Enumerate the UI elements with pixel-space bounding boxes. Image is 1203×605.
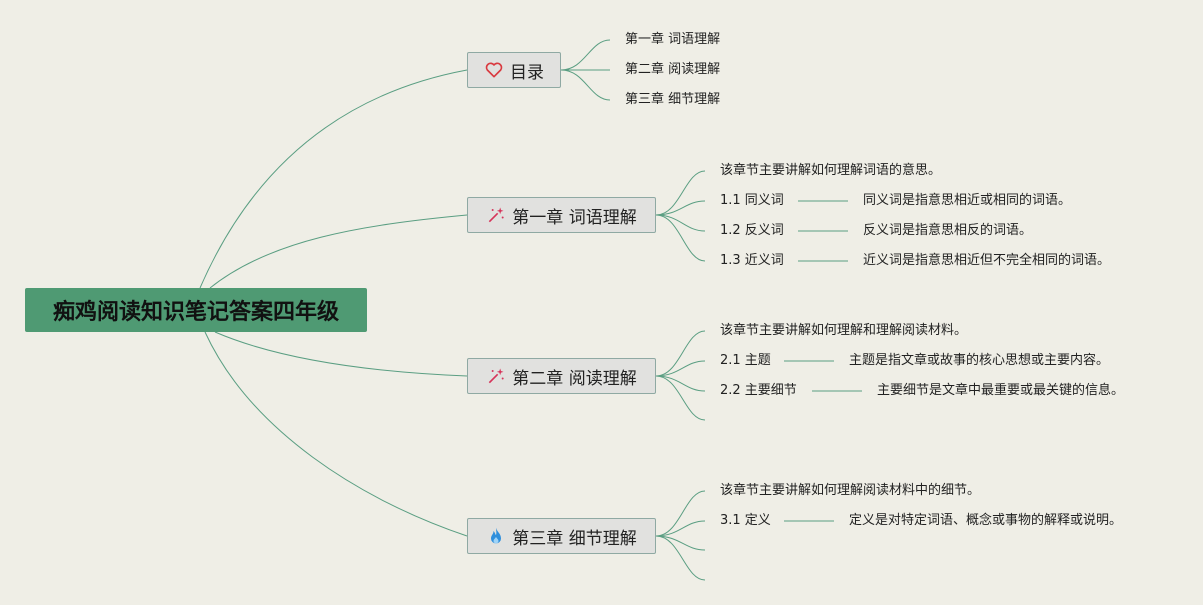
chapter-2-summary[interactable]: 该章节主要讲解如何理解和理解阅读材料。	[720, 323, 968, 338]
branch-chapter-1-label: 第一章 词语理解	[512, 207, 637, 228]
toc-item-3[interactable]: 第三章 细节理解	[625, 92, 721, 107]
branch-chapter-2[interactable]: 第二章 阅读理解	[467, 358, 656, 394]
ch1-link-summary	[655, 170, 706, 216]
chapter-1-item-3-desc[interactable]: 近义词是指意思相近但不完全相同的词语。	[863, 253, 1111, 268]
magic-wand-icon	[486, 205, 506, 225]
chapter-1-item-1-desc[interactable]: 同义词是指意思相近或相同的词语。	[863, 193, 1072, 208]
toc-link-3	[560, 69, 611, 101]
flame-icon	[486, 526, 506, 546]
chapter-1-summary[interactable]: 该章节主要讲解如何理解词语的意思。	[720, 163, 942, 178]
root-link-ch2	[214, 331, 468, 377]
ch3-link-summary	[655, 490, 706, 537]
chapter-2-item-2-label[interactable]: 2.2 主要细节	[720, 383, 797, 398]
root-link-toc	[199, 69, 468, 289]
chapter-1-item-2-desc[interactable]: 反义词是指意思相反的词语。	[863, 223, 1033, 238]
branch-chapter-1[interactable]: 第一章 词语理解	[467, 197, 656, 233]
chapter-3-item-1-label[interactable]: 3.1 定义	[720, 513, 771, 528]
chapter-3-summary[interactable]: 该章节主要讲解如何理解阅读材料中的细节。	[720, 483, 981, 498]
root-link-ch1	[209, 214, 468, 289]
root-link-ch3	[204, 331, 468, 537]
branch-chapter-3-label: 第三章 细节理解	[512, 528, 637, 549]
chapter-2-item-2-desc[interactable]: 主要细节是文章中最重要或最关键的信息。	[877, 383, 1125, 398]
ch3-link-empty-1	[655, 535, 706, 551]
toc-link-1	[560, 39, 611, 71]
ch2-link-summary	[655, 330, 706, 377]
toc-item-1[interactable]: 第一章 词语理解	[625, 32, 721, 47]
ch3-link-item-1	[655, 520, 706, 537]
ch1-link-item-1	[655, 200, 706, 216]
chapter-1-item-1-label[interactable]: 1.1 同义词	[720, 193, 784, 208]
branch-toc[interactable]: 目录	[467, 52, 561, 88]
branch-chapter-2-label: 第二章 阅读理解	[512, 368, 637, 389]
chapter-2-item-1-label[interactable]: 2.1 主题	[720, 353, 771, 368]
ch1-link-item-2	[655, 214, 706, 232]
root-topic[interactable]: 痴鸡阅读知识笔记答案四年级	[25, 288, 367, 332]
chapter-2-item-1-desc[interactable]: 主题是指文章或故事的核心思想或主要内容。	[849, 353, 1110, 368]
branch-toc-label: 目录	[510, 62, 544, 83]
chapter-1-item-3-label[interactable]: 1.3 近义词	[720, 253, 784, 268]
ch2-link-item-1	[655, 360, 706, 377]
ch1-link-item-3	[655, 214, 706, 262]
ch3-link-empty-2	[655, 535, 706, 581]
ch2-link-item-2	[655, 375, 706, 392]
chapter-1-item-2-label[interactable]: 1.2 反义词	[720, 223, 784, 238]
chapter-3-item-1-desc[interactable]: 定义是对特定词语、概念或事物的解释或说明。	[849, 513, 1123, 528]
ch2-link-empty	[655, 375, 706, 421]
heart-icon	[484, 60, 504, 80]
toc-item-2[interactable]: 第二章 阅读理解	[625, 62, 721, 77]
branch-chapter-3[interactable]: 第三章 细节理解	[467, 518, 656, 554]
magic-wand-icon	[486, 366, 506, 386]
